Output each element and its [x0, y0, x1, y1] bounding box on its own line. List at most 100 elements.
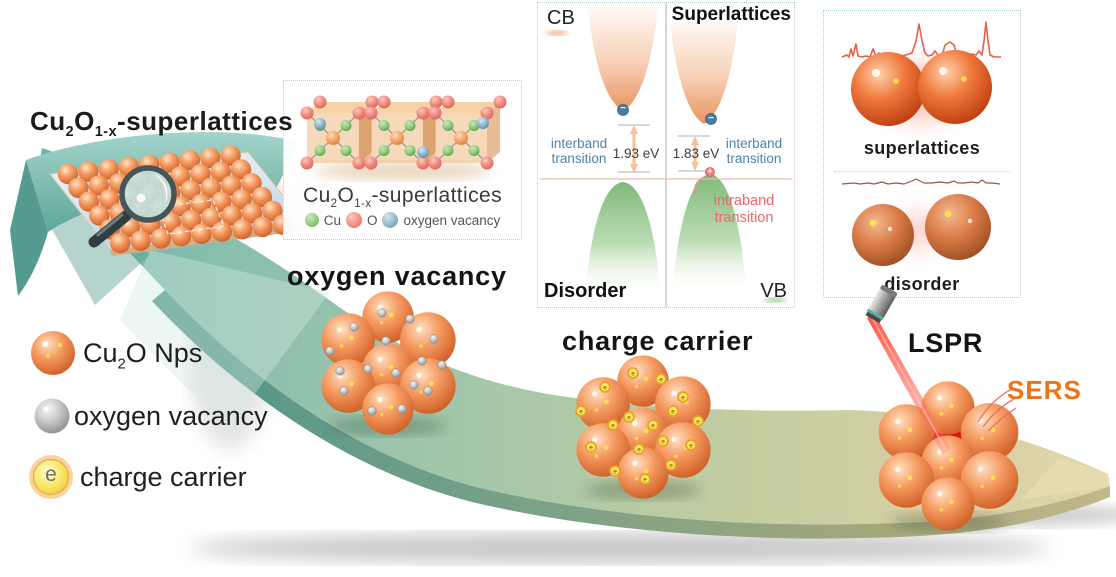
bandgap-value-superlattices: 1.83 eV — [672, 146, 720, 161]
hole-icon — [705, 167, 715, 177]
intraband-arrow — [694, 176, 705, 200]
heading-charge-carrier: charge carrier — [562, 326, 754, 356]
nanoparticle — [321, 313, 375, 367]
nanoparticle — [921, 477, 975, 531]
svg-text:e: e — [613, 468, 617, 475]
nanoparticle-cluster-oxygen-vacancy — [321, 291, 456, 436]
electron-symbol: − — [620, 103, 626, 114]
crystal-structure-panel: Cu2O1-x-superlattices Cu O oxygen vacanc… — [283, 80, 522, 240]
charge-carrier-icon — [32, 458, 70, 496]
sers-emission-arcs — [977, 388, 1017, 432]
nanoparticle — [400, 358, 456, 414]
charge-carrier-dot — [657, 435, 669, 447]
svg-text:e: e — [671, 408, 675, 415]
sers-comparison-panel: superlattices disorder — [823, 10, 1021, 298]
nanoparticle — [576, 423, 630, 477]
sers-disorder-label: disorder — [884, 274, 960, 294]
laser-icon — [865, 285, 951, 455]
oxygen-vacancy-dot — [363, 364, 373, 374]
charge-carrier-dot — [633, 443, 645, 455]
oxygen-vacancy-dot — [397, 404, 407, 414]
gap-arrow-superlattices — [691, 136, 699, 171]
vb-band-superlattices — [672, 174, 747, 295]
oxygen-vacancy-dot — [335, 366, 345, 376]
magnifier-icon — [88, 165, 177, 248]
svg-text:e: e — [631, 370, 635, 377]
legend-symbols — [29, 331, 75, 499]
svg-text:e: e — [651, 422, 655, 429]
legend-charge-carrier-label: charge carrier — [80, 462, 247, 492]
svg-text:e: e — [696, 418, 700, 425]
nanoparticle — [918, 50, 992, 124]
cb-band-superlattices — [670, 21, 738, 124]
charge-carrier-dot — [599, 381, 611, 393]
svg-text:e: e — [689, 442, 693, 449]
intraband-transition-label: intraband transition — [713, 193, 775, 226]
svg-text:e: e — [681, 394, 685, 401]
nanoparticle — [851, 52, 925, 126]
oxygen-vacancy-dot — [437, 360, 447, 370]
legend-oxygen-vacancy-label: oxygen vacancy — [74, 401, 268, 431]
charge-carrier-dot — [677, 391, 689, 403]
heading-oxygen-vacancy: oxygen vacancy — [287, 261, 507, 291]
charge-carrier-symbol: e — [45, 463, 57, 486]
panel-divider — [833, 171, 1011, 172]
oxygen-vacancy-dot — [423, 386, 433, 396]
band-disorder-label: Disorder — [544, 280, 627, 302]
charge-carrier-dot — [609, 465, 621, 477]
oxygen-vacancy-dot — [429, 334, 439, 344]
svg-text:e: e — [611, 422, 615, 429]
oxygen-vacancy-dot — [391, 368, 401, 378]
svg-text:e: e — [589, 444, 593, 451]
sers-spectrum-disorder — [841, 178, 1001, 185]
oxygen-vacancy-sphere-icon — [34, 398, 70, 434]
nanoparticle — [960, 403, 1019, 461]
o-dot-icon — [345, 212, 362, 228]
cu-dot-icon — [304, 213, 319, 227]
nanoparticle — [576, 377, 630, 431]
svg-text:e: e — [643, 476, 647, 483]
oxygen-vacancy-dot — [409, 380, 419, 390]
cb-label: CB — [547, 7, 575, 29]
oxygen-vacancy-dot — [417, 356, 427, 366]
svg-text:e: e — [659, 376, 663, 383]
nanoparticle — [925, 194, 991, 260]
nanoparticle — [362, 291, 414, 343]
nanoparticle — [617, 447, 669, 499]
oxygen-vacancy-dot — [377, 308, 387, 318]
charge-carrier-dot — [639, 473, 651, 485]
cu2o-sphere-icon — [31, 331, 75, 375]
sers-superlattices-label: superlattices — [863, 138, 981, 158]
band-diagram-graphics — [540, 3, 792, 307]
bandgap-value-disorder: 1.93 eV — [612, 146, 660, 161]
vb-label: VB — [760, 280, 787, 302]
sers-spectra — [841, 21, 1001, 266]
charge-carrier-dot — [575, 405, 587, 417]
oxygen-vacancy-dot — [325, 346, 335, 356]
svg-text:e: e — [637, 446, 641, 453]
nanoparticle — [878, 404, 935, 460]
heading-sers: SERS — [1007, 375, 1082, 405]
oxygen-vacancy-dot — [367, 406, 377, 416]
electron-symbol: − — [708, 113, 714, 124]
title-cu: Cu — [30, 106, 66, 136]
oxygen-vacancy-dot — [349, 322, 359, 332]
charge-carrier-dot — [685, 439, 697, 451]
crystal-legend: Cu O oxygen vacancy — [284, 212, 521, 228]
charge-carrier-dot — [623, 411, 635, 423]
cb-band-disorder — [588, 7, 658, 111]
svg-text:e: e — [627, 414, 631, 421]
nanoparticle — [852, 204, 914, 266]
sers-spectrum-superlattices — [841, 21, 1001, 58]
gap-arrow-disorder — [630, 125, 638, 173]
superlattice-illustration — [10, 131, 346, 296]
band-superlattices-label: Superlattices — [671, 4, 791, 25]
nanoparticle — [960, 451, 1019, 509]
interband-transition-label-right: interband transition — [725, 136, 783, 167]
hole-symbol: + — [707, 166, 713, 176]
interband-transition-label-left: interband transition — [550, 136, 608, 167]
svg-text:e: e — [669, 462, 673, 469]
svg-text:e: e — [603, 384, 607, 391]
